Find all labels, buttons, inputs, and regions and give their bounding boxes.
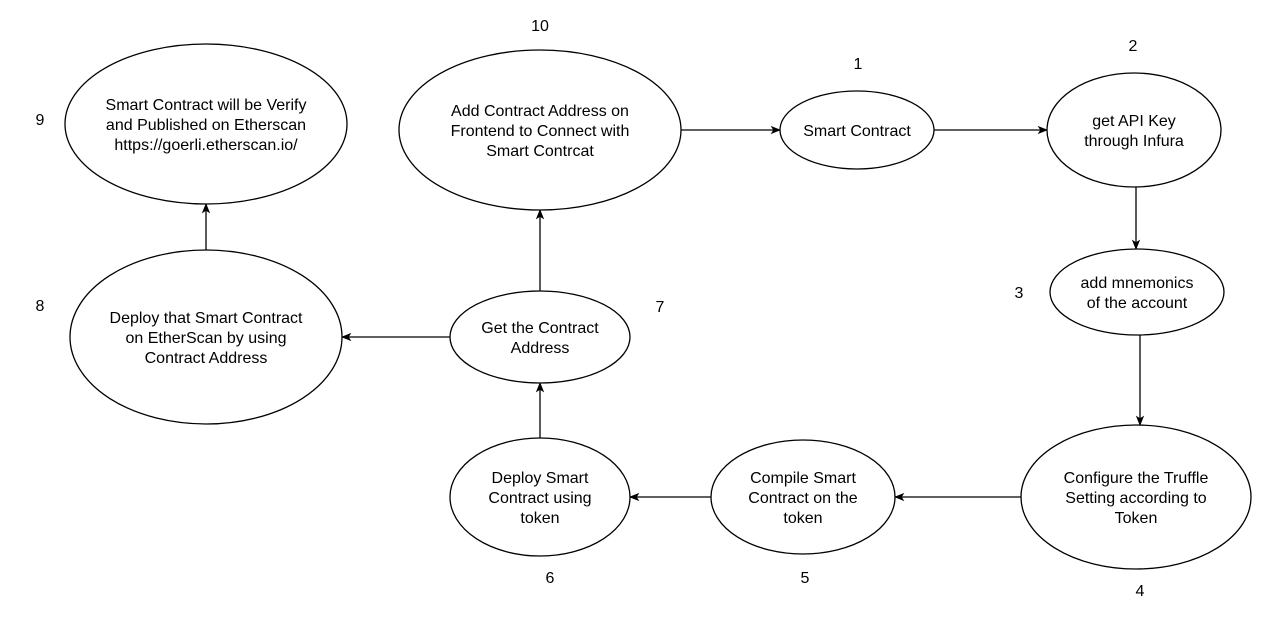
- node-label-line: Smart Contract: [803, 123, 911, 140]
- node-label-line: Configure the Truffle: [1064, 470, 1209, 487]
- node-label-line: Address: [511, 340, 570, 357]
- node-label-line: add mnemonics: [1081, 275, 1194, 292]
- node-label-line: Setting according to: [1065, 490, 1207, 507]
- step-number-label: 7: [656, 299, 665, 316]
- step-node-9: Smart Contract will be Verify and Publish…: [64, 43, 348, 205]
- node-label-line: Contract Address: [145, 350, 268, 367]
- node-label-line: and Published on Etherscan: [106, 117, 306, 134]
- step-node-2: get API Key through Infura: [1046, 72, 1222, 188]
- node-ellipse: [69, 249, 343, 425]
- node-ellipse: [1020, 424, 1252, 570]
- node-label-line: Contract on the: [748, 490, 858, 507]
- step-node-10: Add Contract Address on Frontend to Conne…: [398, 49, 682, 211]
- node-label-line: token: [783, 510, 822, 527]
- node-label-line: of the account: [1087, 295, 1188, 312]
- node-ellipse: [779, 90, 935, 170]
- step-node-8: Deploy that Smart Contract on EtherScan b…: [69, 249, 343, 425]
- step-node-3: add mnemonics of the account: [1049, 248, 1225, 336]
- node-ellipse: [64, 43, 348, 205]
- node-label-line: token: [520, 510, 559, 527]
- node-label-line: Deploy Smart: [492, 470, 589, 487]
- step-number-label: 9: [36, 112, 45, 129]
- node-label-line: get API Key: [1092, 113, 1176, 130]
- node-label-line: Get the Contract: [481, 320, 599, 337]
- node-label-line: Deploy that Smart Contract: [110, 310, 304, 327]
- node-ellipse: [1049, 248, 1225, 336]
- step-number-label: 3: [1015, 285, 1024, 302]
- node-label-line: Frontend to Connect with: [451, 123, 630, 140]
- node-label-line: https://goerli.etherscan.io/: [114, 137, 298, 154]
- node-ellipse: [449, 290, 631, 384]
- node-label-line: Contract using: [488, 490, 591, 507]
- step-node-1: Smart Contract: [779, 90, 935, 170]
- node-label-line: on EtherScan by using: [126, 330, 287, 347]
- step-number-label: 6: [546, 570, 555, 587]
- node-ellipse: [398, 49, 682, 211]
- node-label-line: Token: [1115, 510, 1158, 527]
- step-number-label: 5: [801, 570, 810, 587]
- step-number-label: 2: [1129, 38, 1138, 55]
- step-number-label: 10: [531, 18, 549, 35]
- node-label-line: Smart Contrcat: [486, 143, 594, 160]
- node-label-line: Smart Contract will be Verify: [106, 97, 307, 114]
- node-ellipse: [710, 439, 896, 555]
- node-label-line: Compile Smart: [750, 470, 856, 487]
- node-ellipse: [449, 437, 631, 557]
- node-label-line: Add Contract Address on: [451, 103, 629, 120]
- node-ellipse: [1046, 72, 1222, 188]
- step-number-label: 1: [854, 56, 863, 73]
- node-label-line: through Infura: [1084, 133, 1184, 150]
- step-number-label: 8: [36, 298, 45, 315]
- step-number-label: 4: [1136, 583, 1145, 600]
